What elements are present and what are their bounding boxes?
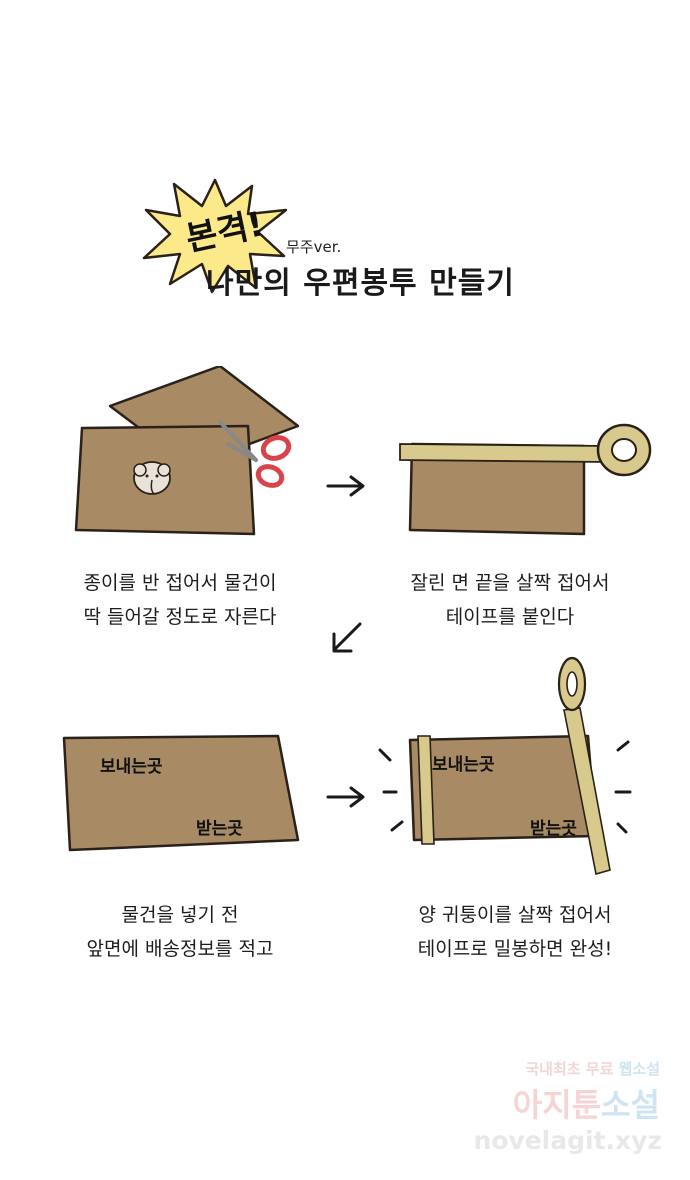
step1-caption-line2: 딱 들어갈 정도로 자른다	[83, 606, 277, 628]
step3-caption: 물건을 넣기 전 앞면에 배송정보를 적고	[40, 898, 320, 966]
watermark-line1-prefix: 국내최초 무료	[525, 1060, 619, 1078]
step1-illustration	[74, 366, 300, 536]
step1-caption: 종이를 반 접어서 물건이 딱 들어갈 정도로 자른다	[40, 566, 320, 634]
receiver-label: 받는곳	[530, 819, 577, 839]
step3-caption-line2: 앞면에 배송정보를 적고	[86, 938, 274, 960]
arrow-right-icon	[326, 786, 365, 808]
page-title: 나만의 우편봉투 만들기	[206, 266, 515, 301]
watermark-line2-prefix: 아지툰	[512, 1086, 602, 1124]
step1-caption-line1: 종이를 반 접어서 물건이	[83, 572, 277, 594]
step4-caption-line2: 테이프로 밀봉하면 완성!	[417, 938, 613, 960]
tape-roll-icon	[596, 423, 652, 477]
receiver-label: 받는곳	[196, 819, 243, 839]
arrow-down-left-icon	[332, 622, 362, 653]
elephant-sticker	[133, 461, 171, 495]
burst-badge	[142, 178, 288, 294]
step3-caption-line1: 물건을 넣기 전	[121, 904, 239, 926]
watermark-line1-highlight: 웹소설	[618, 1060, 660, 1078]
step4-caption: 양 귀퉁이를 살짝 접어서 테이프로 밀봉하면 완성!	[365, 898, 665, 966]
step2-caption-line1: 잘린 면 끝을 살짝 접어서	[410, 572, 610, 594]
sender-label: 보내는곳	[432, 755, 495, 775]
step4-illustration	[378, 656, 632, 876]
watermark-url: novelagit.xyz	[473, 1126, 662, 1155]
step2-illustration	[399, 423, 652, 536]
motion-marks	[378, 740, 632, 834]
step2-caption-line2: 테이프를 붙인다	[445, 606, 575, 628]
watermark-line2-highlight: 소설	[601, 1086, 660, 1124]
title-subtitle: 무주ver.	[286, 238, 342, 256]
scissors-icon	[218, 420, 292, 488]
tape-roll-icon	[557, 656, 587, 712]
sender-label: 보내는곳	[100, 757, 163, 777]
step3-illustration	[62, 734, 300, 852]
watermark-line1: 국내최초 무료 웹소설	[525, 1058, 660, 1079]
step2-caption: 잘린 면 끝을 살짝 접어서 테이프를 붙인다	[360, 566, 660, 634]
arrow-right-icon	[326, 475, 365, 497]
watermark-line2: 아지툰소설	[513, 1080, 660, 1126]
step4-caption-line1: 양 귀퉁이를 살짝 접어서	[418, 904, 612, 926]
